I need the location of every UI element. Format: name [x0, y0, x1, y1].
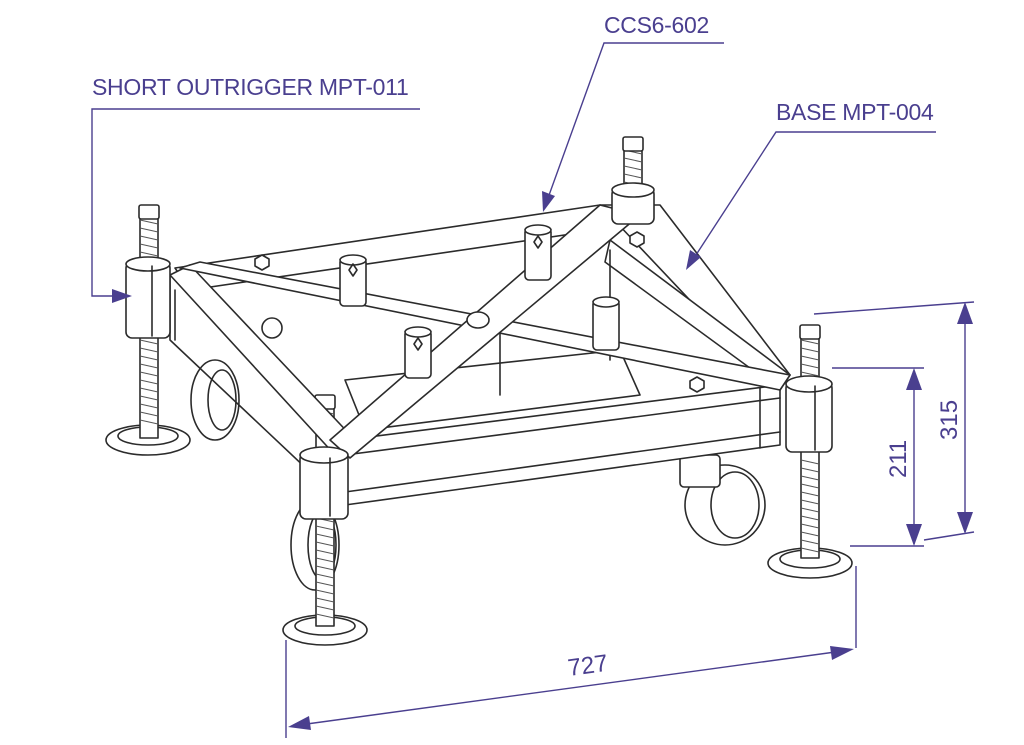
callout-base: BASE MPT-004	[686, 99, 936, 270]
callout-ccs6: CCS6-602	[542, 12, 724, 212]
dimension-315: 315	[813, 301, 975, 541]
dimension-727: 727	[285, 566, 857, 738]
rear-frame	[174, 204, 791, 391]
callout-short-outrigger: SHORT OUTRIGGER MPT-011	[91, 74, 420, 303]
dimension-211: 211	[832, 367, 924, 547]
sleeve-left	[125, 256, 171, 339]
dimension-315-label: 315	[936, 400, 963, 440]
bolts	[254, 231, 705, 393]
dimension-727-label: 727	[566, 650, 609, 682]
castor-wheel-left	[190, 317, 283, 441]
sleeve-right	[785, 375, 833, 453]
castor-wheel-right	[679, 454, 766, 546]
spigot-2	[524, 224, 552, 281]
spigot-3	[592, 296, 620, 351]
annotations: SHORT OUTRIGGER MPT-011 CCS6-602 BASE MP…	[91, 12, 975, 738]
front-beam	[344, 384, 781, 506]
dimension-211-label: 211	[885, 440, 912, 478]
sleeve-front	[299, 446, 349, 520]
spigot-4	[404, 326, 432, 379]
truss-base-drawing	[105, 136, 853, 646]
spigot-1	[339, 254, 367, 307]
short-outrigger-label: SHORT OUTRIGGER MPT-011	[92, 74, 408, 100]
base-label: BASE MPT-004	[776, 99, 934, 125]
sleeve-back	[611, 182, 655, 225]
ccs6-label: CCS6-602	[604, 12, 709, 38]
